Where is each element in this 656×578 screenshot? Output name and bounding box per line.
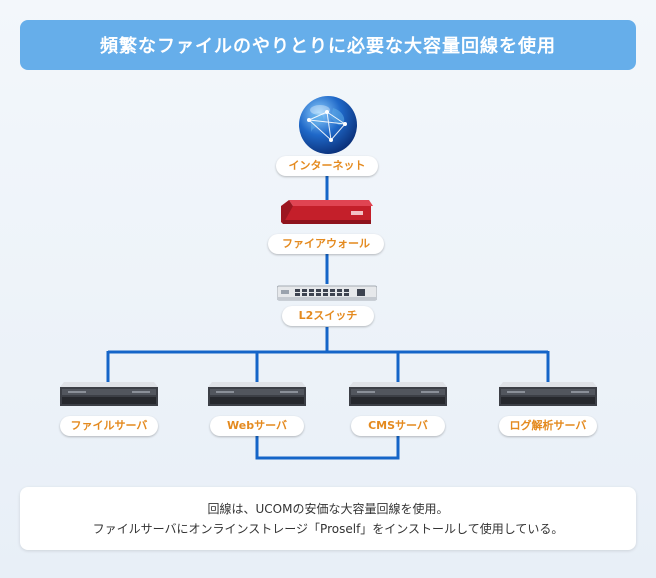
label-log-server: ログ解析サーバ [499,416,597,436]
server-icon [208,382,306,406]
description-line-1: 回線は、UCOMの安価な大容量回線を使用。 [207,501,449,516]
label-switch: L2スイッチ [282,306,374,326]
link-web-cms [255,433,400,460]
label-firewall: ファイアウォール [268,234,384,254]
server-icon [349,382,447,406]
server-icon [499,382,597,406]
description-line-2: ファイルサーバにオンラインストレージ「Proself」をインストールして使用して… [92,521,564,536]
label-cms-server: CMSサーバ [351,416,445,436]
switch-icon [277,285,377,301]
description-box: 回線は、UCOMの安価な大容量回線を使用。 ファイルサーバにオンラインストレージ… [20,487,636,550]
label-internet: インターネット [276,156,378,176]
server-icon [60,382,158,406]
firewall-icon [281,200,373,224]
label-web-server: Webサーバ [210,416,304,436]
globe-icon [299,96,357,154]
diagram-title: 頻繁なファイルのやりとりに必要な大容量回線を使用 [20,20,636,70]
label-file-server: ファイルサーバ [60,416,158,436]
